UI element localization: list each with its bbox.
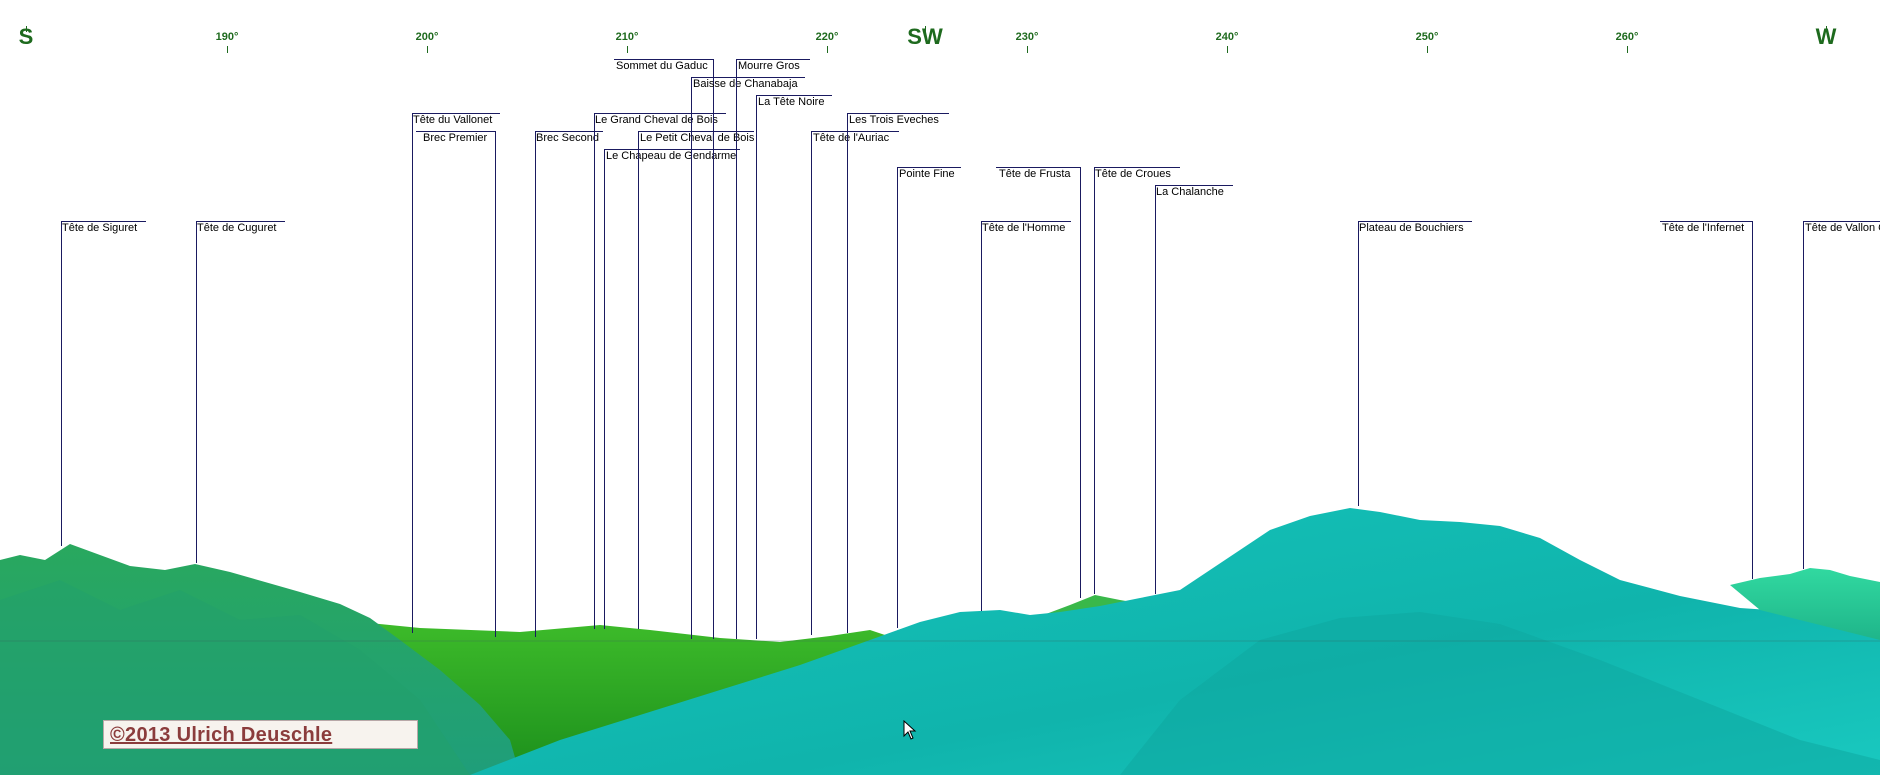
degree-label: 200°: [415, 31, 439, 43]
peak-label-mourre-gros[interactable]: Mourre Gros: [738, 60, 800, 72]
compass-southwest-label: SW: [907, 24, 943, 49]
compass-south-label: S: [18, 24, 34, 49]
peak-label-pointe-fine[interactable]: Pointe Fine: [899, 168, 955, 180]
peak-label-brec-second[interactable]: Brec Second: [536, 132, 599, 144]
peak-label-tete-de-linfernet[interactable]: Tête de l'Infernet: [1662, 222, 1745, 234]
peak-label-sommet-du-gaduc[interactable]: Sommet du Gaduc: [616, 60, 708, 72]
peak-label-baisse-de-chanabaja[interactable]: Baisse de Chanabaja: [693, 78, 798, 90]
peak-label-plateau-de-bouchiers[interactable]: Plateau de Bouchiers: [1359, 222, 1464, 234]
peak-label-tete-de-siguret[interactable]: Tête de Siguret: [62, 222, 138, 234]
peak-label-tete-de-cuguret[interactable]: Tête de Cuguret: [197, 222, 277, 234]
peak-label-le-petit-cheval-de-bois[interactable]: Le Petit Cheval de Bois: [640, 132, 755, 144]
peak-label-le-grand-cheval-de-bois[interactable]: Le Grand Cheval de Bois: [595, 114, 718, 126]
mouse-cursor-icon: [903, 720, 917, 740]
degree-label: 250°: [1415, 31, 1439, 43]
peak-label-la-tete-noire[interactable]: La Tête Noire: [758, 96, 825, 108]
peak-label-tete-du-vallonet[interactable]: Tête du Vallonet: [413, 114, 493, 126]
peak-label-les-trois-eveches[interactable]: Les Trois Eveches: [849, 114, 939, 126]
peak-label-le-chapeau-de-gendarme[interactable]: Le Chapeau de Gendarme: [606, 150, 737, 162]
degree-label: 230°: [1015, 31, 1039, 43]
degree-label: 220°: [815, 31, 839, 43]
compass-west-label: W: [1815, 24, 1837, 49]
peak-label-tete-de-frusta[interactable]: Tête de Frusta: [999, 168, 1071, 180]
peak-label-tete-de-croues[interactable]: Tête de Croues: [1095, 168, 1171, 180]
copyright-badge: ©2013 Ulrich Deuschle: [103, 720, 418, 749]
peak-label-brec-premier[interactable]: Brec Premier: [423, 132, 488, 144]
peak-label-la-chalanche[interactable]: La Chalanche: [1156, 186, 1224, 198]
peak-label-tete-de-vallon[interactable]: Tête de Vallon C: [1805, 222, 1880, 234]
peak-label-tete-de-lauriac[interactable]: Tête de l'Auriac: [813, 132, 890, 144]
peak-label-tete-de-lhomme[interactable]: Tête de l'Homme: [982, 222, 1066, 234]
degree-label: 260°: [1615, 31, 1639, 43]
degree-label: 240°: [1215, 31, 1239, 43]
degree-label: 190°: [215, 31, 239, 43]
degree-label: 210°: [615, 31, 639, 43]
